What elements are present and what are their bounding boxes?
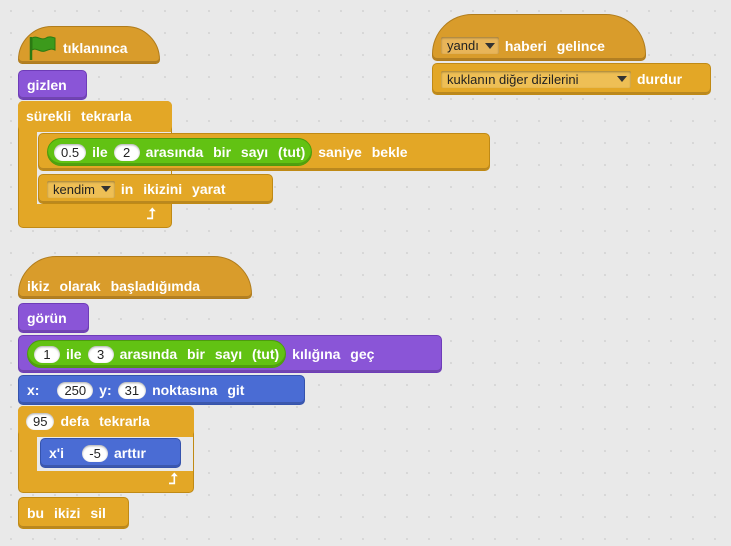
delete-clone-block[interactable]: bu ikizi sil	[18, 497, 129, 529]
x-input[interactable]: 250	[57, 381, 94, 399]
random-ile-label: ile	[66, 346, 82, 362]
green-flag-icon	[29, 36, 56, 60]
message-dropdown[interactable]: yandı	[441, 37, 499, 54]
hide-block[interactable]: gizlen	[18, 70, 87, 100]
stop-block[interactable]: kuklanın diğer dizilerini durdur	[432, 63, 711, 95]
repeat-arrow-icon: ⮥	[147, 206, 156, 223]
when-flag-clicked-block[interactable]: tıklanınca	[18, 26, 160, 64]
show-label: görün	[27, 310, 67, 326]
clone-target-value: kendim	[53, 181, 95, 197]
repeat-count-input[interactable]: 95	[26, 412, 55, 430]
change-suffix-label: arttır	[114, 445, 146, 461]
wait-block[interactable]: 0.5 ile 2 arasında bir sayı (tut) saniye…	[38, 133, 490, 171]
x-label: x:	[27, 382, 40, 398]
hide-label: gizlen	[27, 77, 67, 93]
change-x-label: x'i	[49, 445, 65, 461]
clone-target-dropdown[interactable]: kendim	[47, 180, 115, 198]
when-start-as-clone-block[interactable]: ikiz olarak başladığımda	[18, 256, 252, 299]
change-x-block[interactable]: x'i -5 arttır	[40, 438, 181, 468]
go-to-xy-block[interactable]: x: 250 y: 31 noktasına git	[18, 375, 305, 405]
chevron-down-icon	[617, 76, 627, 82]
wait-suffix-label: saniye bekle	[318, 144, 408, 160]
show-block[interactable]: görün	[18, 303, 89, 333]
chevron-down-icon	[484, 42, 495, 49]
repeat-header: 95 defa tekrarla	[18, 406, 194, 436]
pick-random-reporter[interactable]: 1 ile 3 arasında bir sayı (tut)	[27, 340, 287, 368]
random-min-input[interactable]: 1	[34, 345, 60, 363]
when-i-receive-block[interactable]: yandı haberi gelince	[432, 14, 646, 61]
random-range-label: arasında bir sayı (tut)	[119, 346, 280, 362]
repeat-label: defa tekrarla	[60, 413, 150, 429]
chevron-down-icon	[100, 186, 111, 192]
stop-suffix-label: durdur	[637, 71, 683, 87]
create-clone-block[interactable]: kendim in ikizini yarat	[38, 174, 273, 204]
hat-label: tıklanınca	[63, 40, 128, 56]
random-max-input[interactable]: 2	[113, 143, 140, 161]
random-max-input[interactable]: 3	[87, 345, 114, 363]
goto-suffix-label: noktasına git	[152, 382, 245, 398]
costume-suffix-label: kılığına geç	[292, 346, 375, 362]
stop-option-dropdown[interactable]: kuklanın diğer dizilerini	[441, 70, 631, 88]
pick-random-reporter[interactable]: 0.5 ile 2 arasında bir sayı (tut)	[47, 138, 313, 166]
repeat-arrow-icon: ⮥	[169, 471, 178, 488]
delete-clone-label: bu ikizi sil	[27, 505, 106, 521]
forever-header: sürekli tekrarla	[18, 101, 172, 131]
y-input[interactable]: 31	[117, 381, 147, 399]
clone-suffix-label: in ikizini yarat	[120, 181, 226, 197]
random-min-input[interactable]: 0.5	[54, 143, 87, 161]
stop-option-value: kuklanın diğer dizilerini	[447, 71, 579, 87]
message-value: yandı	[447, 38, 479, 53]
clone-hat-label: ikiz olarak başladığımda	[27, 277, 201, 294]
forever-label: sürekli tekrarla	[26, 108, 132, 124]
random-ile-label: ile	[92, 144, 108, 160]
change-x-input[interactable]: -5	[82, 444, 109, 462]
switch-costume-block[interactable]: 1 ile 3 arasında bir sayı (tut) kılığına…	[18, 335, 442, 373]
y-label: y:	[99, 382, 112, 398]
random-range-label: arasında bir sayı (tut)	[145, 144, 306, 160]
receive-suffix-label: haberi gelince	[504, 37, 605, 54]
